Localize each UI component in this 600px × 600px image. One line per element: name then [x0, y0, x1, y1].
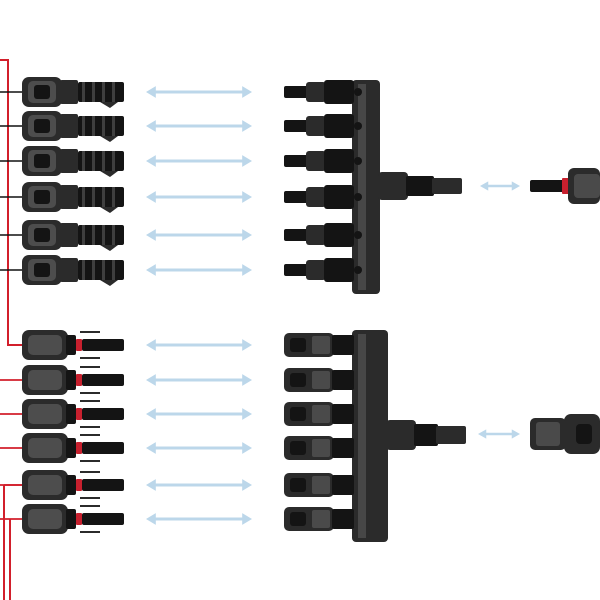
double-headed-arrow-icon [146, 408, 252, 420]
double-headed-arrow-icon [146, 513, 252, 525]
branch-male-pin [284, 229, 312, 241]
branch-female-body [332, 370, 354, 390]
double-headed-arrow-icon [146, 86, 252, 98]
branch-female-body [332, 404, 354, 424]
branch-male-body [324, 80, 354, 104]
branch-male-pin [284, 264, 312, 276]
wiring-layer [0, 59, 22, 600]
double-headed-arrow-icon [146, 229, 252, 241]
mc4-male-connector-icon [22, 433, 124, 463]
double-headed-arrow-icon [146, 479, 252, 491]
double-headed-arrow-icon [146, 120, 252, 132]
branch-male-collar [306, 187, 326, 207]
mc4-male-connector-icon [22, 470, 124, 500]
branch-male-body [324, 114, 354, 138]
mc4-female-connector-icon [22, 77, 124, 108]
branch-male-collar [306, 225, 326, 245]
mc4-male-connector-icon [530, 168, 600, 204]
double-headed-arrow-icon [146, 155, 252, 167]
double-headed-arrow-icon [146, 264, 252, 276]
mc4-female-connector-icon [22, 220, 124, 251]
branch-female-body [332, 335, 354, 355]
branch-trunk-sleeve [406, 176, 434, 196]
branch-male-collar [306, 82, 326, 102]
branch-male-pin [284, 86, 312, 98]
double-headed-arrow-icon [146, 374, 252, 386]
mc4-female-connector-icon [22, 255, 124, 286]
arrows-layer [146, 86, 520, 525]
branch-connectors [284, 80, 466, 542]
mc4-male-connector-icon [22, 365, 124, 395]
output-connectors [530, 168, 600, 454]
mc4-male-connector-icon [22, 399, 124, 429]
double-headed-arrow-icon [480, 181, 520, 191]
mc4-female-connector-icon [22, 182, 124, 213]
branch-female-body [332, 475, 354, 495]
branch-trunk-sleeve [414, 424, 438, 446]
branch-male-body [324, 258, 354, 282]
mc4-female-connector-icon [22, 146, 124, 177]
branch-male-body [324, 149, 354, 173]
6-to-1-branch-connector-icon [284, 330, 466, 542]
branch-male-body [324, 223, 354, 247]
branch-male-pin [284, 155, 312, 167]
input-connectors [22, 77, 124, 534]
branch-female-body [332, 509, 354, 529]
positive-trunk-wire [0, 59, 22, 346]
branch-male-pin [284, 191, 312, 203]
6-to-1-branch-connector-icon [284, 80, 462, 294]
branch-male-collar [306, 260, 326, 280]
double-headed-arrow-icon [146, 191, 252, 203]
mc4-female-connector-icon [22, 111, 124, 142]
branch-trunk-tip [432, 178, 462, 194]
double-headed-arrow-icon [146, 339, 252, 351]
double-headed-arrow-icon [478, 429, 520, 439]
mc4-female-connector-icon [530, 414, 600, 454]
branch-male-pin [284, 120, 312, 132]
mc4-male-connector-icon [22, 504, 124, 534]
double-headed-arrow-icon [146, 442, 252, 454]
branch-trunk [378, 172, 408, 200]
branch-male-body [324, 185, 354, 209]
branch-female-body [332, 438, 354, 458]
mc4-male-connector-icon [22, 330, 124, 360]
branch-male-collar [306, 151, 326, 171]
branch-male-collar [306, 116, 326, 136]
branch-trunk [386, 420, 416, 450]
branch-trunk-tip [436, 426, 466, 444]
